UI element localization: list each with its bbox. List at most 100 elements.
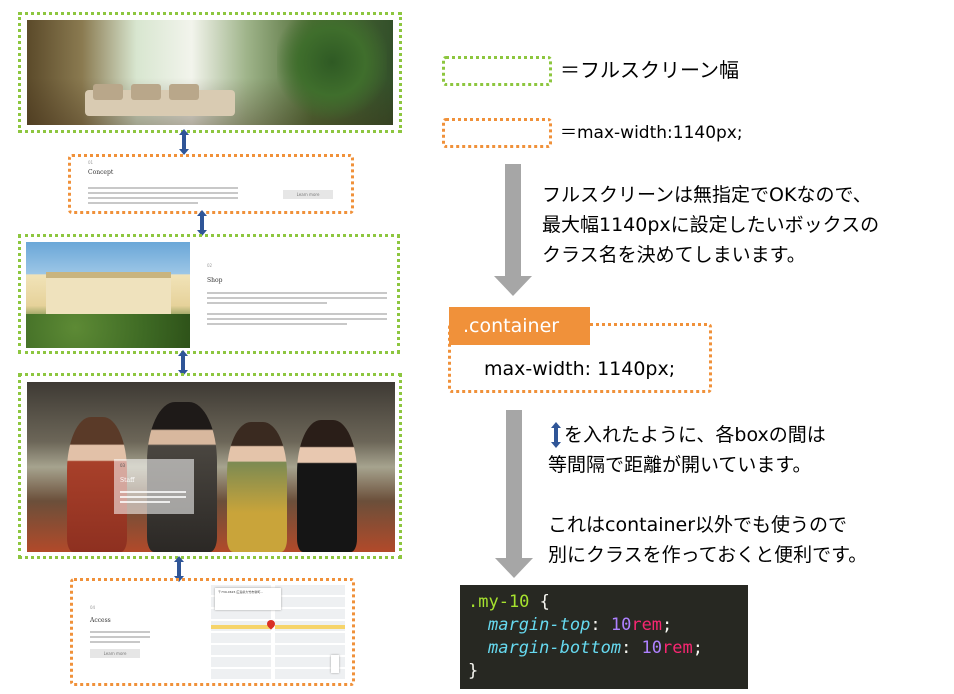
inline-spacing-arrow-icon (551, 422, 561, 448)
arrow-head-down (179, 149, 189, 155)
arrow-shaft (181, 356, 185, 370)
text-line (207, 302, 327, 304)
explanation-1: フルスクリーンは無指定でOKなので、 最大幅1140pxに設定したいボックスの … (542, 180, 879, 270)
staff-label-small: 03 (120, 463, 126, 468)
cushion-shape (93, 84, 123, 100)
text-line (90, 631, 150, 633)
code-close-brace: } (468, 661, 479, 681)
access-label-small: 04 (90, 605, 96, 610)
hero-lounge-photo (27, 20, 393, 125)
map-zoom-control[interactable] (331, 655, 339, 673)
staff-title: Staff (120, 477, 135, 484)
text-line (207, 323, 347, 325)
concept-container-box: 01 Concept Learn more (68, 154, 354, 214)
explanation-2-line: 等間隔で距離が開いています。 (548, 454, 812, 476)
arrow-shaft (200, 216, 204, 230)
code-open-brace: { (539, 592, 550, 612)
legend-fullscreen-label: ＝フルスクリーン幅 (560, 58, 739, 82)
explanation-1-line: 最大幅1140pxに設定したいボックスの (542, 214, 880, 236)
arrow-head-up (178, 350, 188, 356)
spacing-arrow (179, 129, 189, 155)
staff-fullscreen-box: 03 Staff (18, 373, 402, 559)
staff-group-photo: 03 Staff (27, 382, 395, 552)
code-line-1: .my-10 { (468, 591, 740, 614)
code-line-2: margin-top: 10rem; (488, 615, 673, 635)
explanation-2-line: これはcontainer以外でも使うので (548, 514, 848, 536)
text-line (207, 297, 387, 299)
hero-fullscreen-box (18, 12, 402, 133)
arrow-shaft (177, 562, 181, 576)
code-value-unit: rem (662, 638, 693, 658)
access-title: Access (90, 617, 111, 624)
cushion-shape (169, 84, 199, 100)
arrow-head-up (179, 129, 189, 135)
legend-fullscreen-swatch (442, 56, 552, 86)
map-road (271, 585, 275, 679)
explanation-2-line: を入れたように、各boxの間は (564, 424, 826, 446)
code-line-4: } (468, 660, 740, 683)
text-line (120, 496, 186, 498)
shop-cafe-photo (26, 242, 190, 348)
arrow-shaft (554, 428, 558, 442)
explanation-2: を入れたように、各boxの間は 等間隔で距離が開いています。 これはcontai… (548, 420, 867, 570)
arrow-head-down (197, 230, 207, 236)
explanation-2-line (548, 480, 867, 510)
text-line (207, 292, 387, 294)
text-line (88, 187, 238, 189)
concept-title: Concept (88, 169, 114, 176)
learn-more-button[interactable]: Learn more (90, 649, 140, 658)
spacing-arrow (197, 210, 207, 236)
plant-shape (277, 20, 387, 125)
explanation-2-line: 別にクラスを作っておくと便利です。 (548, 544, 868, 566)
flow-arrow-head (495, 558, 533, 578)
text-line (90, 636, 150, 638)
legend-maxwidth-label: ＝max-width:1140px; (560, 123, 743, 143)
container-tab-label: .container (463, 315, 560, 337)
arrow-head-down (551, 442, 561, 448)
arrow-shaft (182, 135, 186, 149)
access-container-box: 04 Access Learn more 〒739-0615 広島県大竹市新町.… (70, 578, 355, 686)
text-line (120, 501, 170, 503)
explanation-1-line: クラス名を決めてしまいます。 (542, 244, 806, 266)
code-selector: .my-10 (468, 592, 530, 612)
arrow-head-up (551, 422, 561, 428)
map-title: 〒739-0615 広島県大竹市新町... (218, 590, 264, 594)
text-line (88, 202, 198, 204)
flow-arrow-stem (506, 410, 522, 558)
flow-arrow (494, 164, 532, 296)
text-line (88, 192, 238, 194)
arrow-head-up (174, 556, 184, 562)
code-value-num: 10 (641, 638, 663, 658)
flow-arrow-head (494, 276, 532, 296)
text-line (207, 313, 387, 315)
code-prop-margin-bottom: margin-bottom (488, 638, 622, 658)
shop-title: Shop (207, 277, 223, 284)
concept-label-small: 01 (88, 160, 94, 165)
shop-label-small: 02 (207, 263, 213, 268)
legend-maxwidth-swatch (442, 118, 552, 148)
shop-fullscreen-box: 02 Shop (18, 234, 400, 354)
flow-arrow-stem (505, 164, 521, 276)
text-line (207, 318, 387, 320)
access-map[interactable]: 〒739-0615 広島県大竹市新町... (211, 585, 345, 679)
code-prop-margin-top: margin-top (488, 615, 591, 635)
map-card: 〒739-0615 広島県大竹市新町... (215, 588, 281, 610)
bushes-shape (26, 314, 190, 348)
code-value-num: 10 (610, 615, 632, 635)
code-block: .my-10 { margin-top: 10rem; margin-botto… (460, 585, 748, 689)
cushion-shape (131, 84, 161, 100)
text-line (90, 641, 140, 643)
text-line (88, 197, 238, 199)
text-line (120, 491, 186, 493)
explanation-1-line: フルスクリーンは無指定でOKなので、 (542, 184, 872, 206)
container-rule-text: max-width: 1140px; (484, 358, 676, 380)
learn-more-button[interactable]: Learn more (283, 190, 333, 199)
staff-overlay-card: 03 Staff (114, 459, 194, 514)
arrow-head-up (197, 210, 207, 216)
flow-arrow (495, 410, 533, 578)
container-tab: .container (449, 307, 590, 345)
code-line-3: margin-bottom: 10rem; (488, 638, 703, 658)
map-road (211, 625, 345, 629)
person-shape (297, 420, 357, 552)
person-shape (227, 422, 287, 552)
